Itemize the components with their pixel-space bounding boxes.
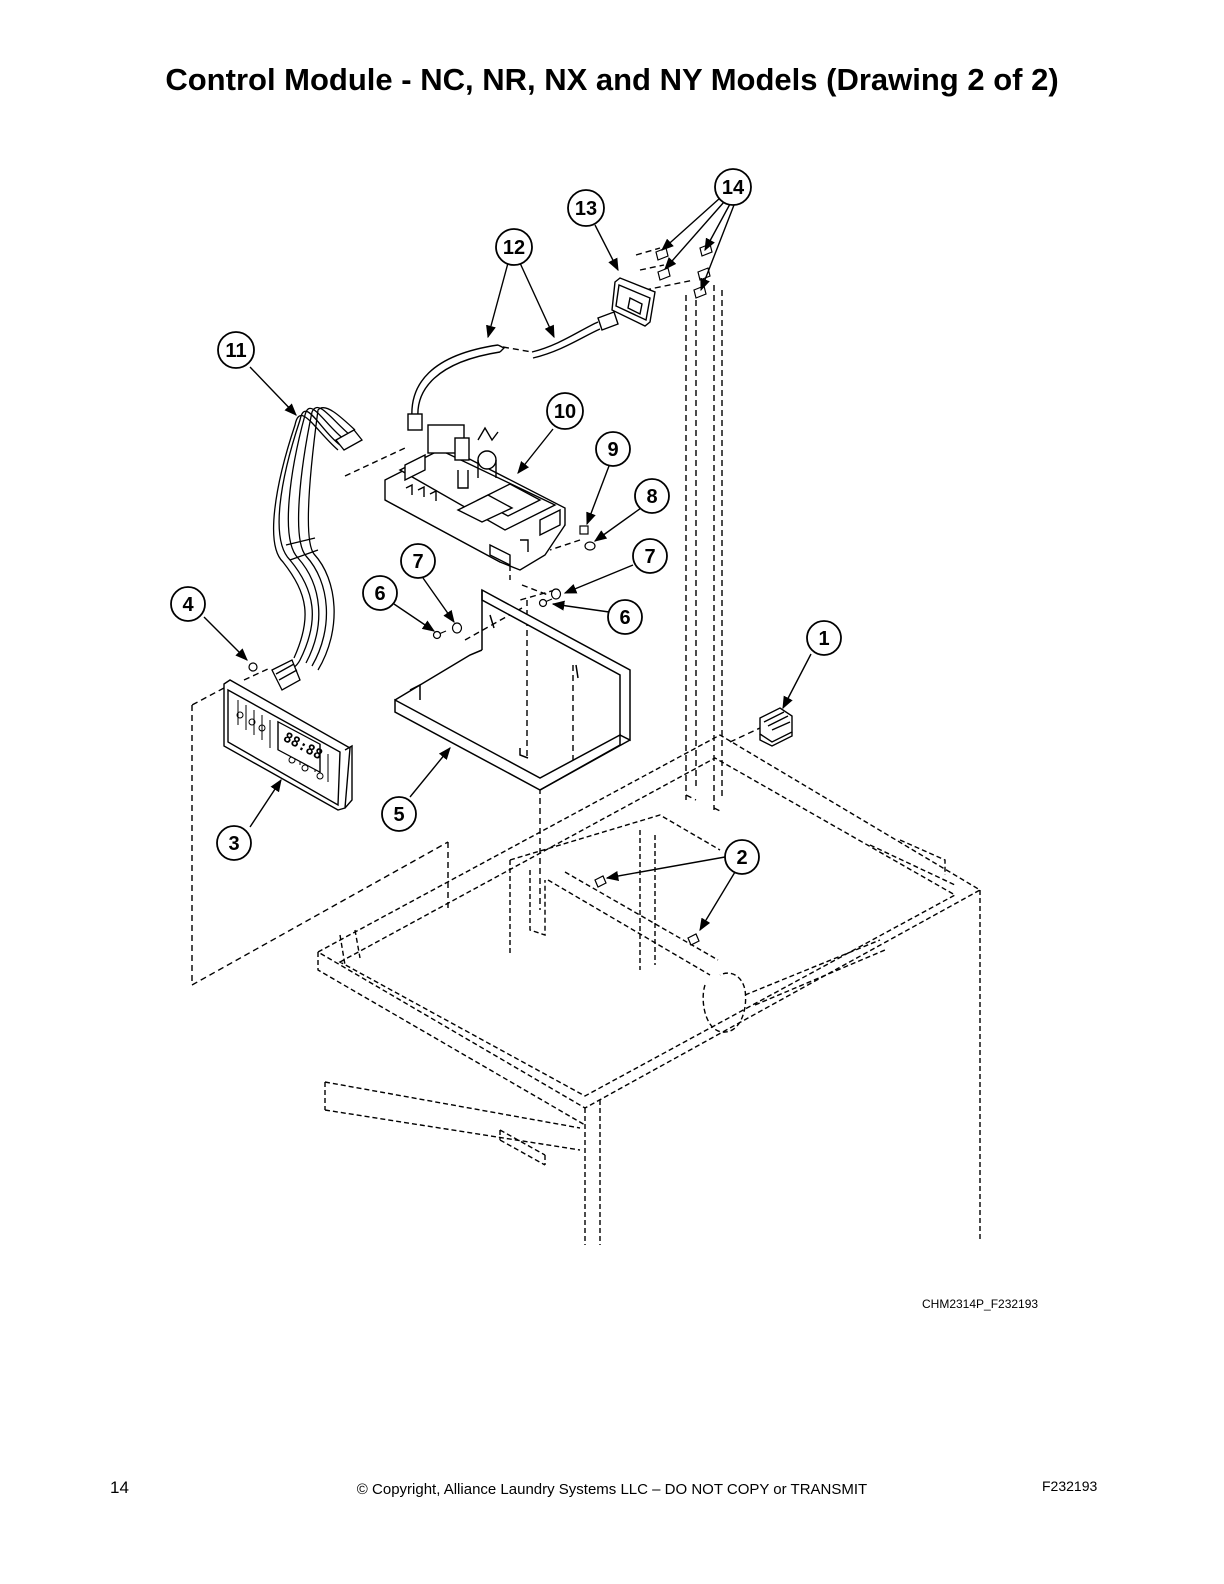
svg-text:8: 8 bbox=[646, 486, 657, 508]
standoffs-part bbox=[655, 243, 713, 299]
svg-text:7: 7 bbox=[644, 546, 655, 568]
front-panel-outline bbox=[191, 247, 761, 987]
callout-7-right: 7 bbox=[632, 538, 668, 574]
document-code: F232193 bbox=[1042, 1478, 1098, 1494]
wire-harness-part bbox=[271, 406, 363, 691]
callout-12: 12 bbox=[495, 228, 533, 266]
svg-text:10: 10 bbox=[554, 401, 576, 423]
svg-text:9: 9 bbox=[607, 439, 618, 461]
svg-text:6: 6 bbox=[374, 583, 385, 605]
terminal-block-part bbox=[759, 707, 793, 747]
callout-5: 5 bbox=[381, 796, 417, 832]
svg-text:2: 2 bbox=[736, 847, 747, 869]
callout-4: 4 bbox=[170, 586, 206, 622]
mounting-bracket-part bbox=[394, 588, 631, 791]
callout-14: 14 bbox=[714, 168, 752, 206]
page-title: Control Module - NC, NR, NX and NY Model… bbox=[165, 62, 1059, 97]
callout-6-right: 6 bbox=[607, 599, 643, 635]
svg-text:14: 14 bbox=[722, 177, 745, 199]
svg-text:4: 4 bbox=[182, 594, 194, 616]
display-board-part: 88:88 bbox=[223, 679, 353, 811]
callout-13: 13 bbox=[567, 189, 605, 227]
svg-text:1: 1 bbox=[818, 628, 829, 650]
callout-3: 3 bbox=[216, 825, 252, 861]
small-board-part bbox=[611, 277, 656, 327]
copyright-notice: © Copyright, Alliance Laundry Systems LL… bbox=[356, 1481, 868, 1498]
screws-and-washers bbox=[248, 525, 700, 946]
callout-2: 2 bbox=[724, 839, 760, 875]
svg-text:13: 13 bbox=[575, 198, 597, 220]
svg-text:7: 7 bbox=[412, 551, 423, 573]
callout-7-left: 7 bbox=[400, 543, 436, 579]
figure-id: CHM2314P_F232193 bbox=[922, 1297, 1039, 1311]
callout-11: 11 bbox=[217, 331, 255, 369]
cable-part bbox=[407, 311, 619, 431]
callout-1: 1 bbox=[806, 620, 842, 656]
control-board-part bbox=[384, 424, 566, 571]
svg-text:11: 11 bbox=[225, 340, 246, 362]
callout-6-left: 6 bbox=[362, 575, 398, 611]
cabinet-outline bbox=[316, 734, 982, 1245]
svg-text:3: 3 bbox=[228, 833, 239, 855]
callout-10: 10 bbox=[546, 392, 584, 430]
page-number: 14 bbox=[110, 1478, 129, 1497]
callout-8: 8 bbox=[634, 478, 670, 514]
svg-text:6: 6 bbox=[619, 607, 630, 629]
svg-text:5: 5 bbox=[393, 804, 404, 826]
leader-lines bbox=[203, 197, 812, 932]
svg-text:12: 12 bbox=[503, 237, 525, 259]
callout-9: 9 bbox=[595, 431, 631, 467]
callouts: 1 2 3 4 5 6 6 7 bbox=[170, 168, 842, 875]
